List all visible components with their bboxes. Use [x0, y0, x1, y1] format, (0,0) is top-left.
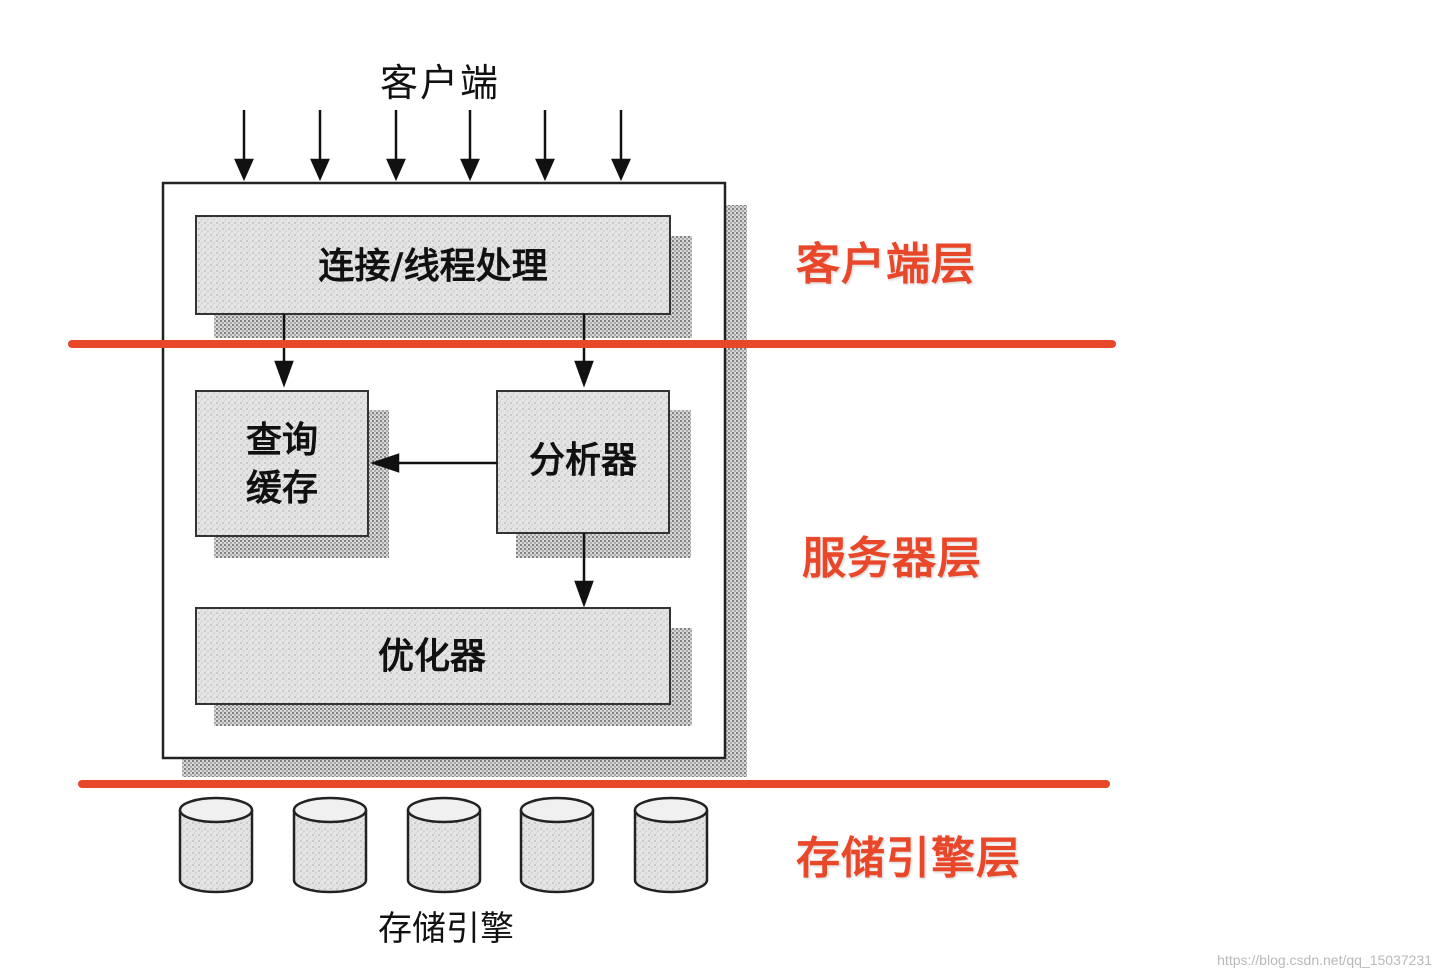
- optimizer-label: 优化器: [378, 636, 487, 677]
- parser-to-optimizer-arrow: [574, 533, 594, 608]
- layer-label-storage: 存储引擎层: [796, 833, 1021, 884]
- storage-cylinder-1: [178, 796, 254, 894]
- parser-to-cache-arrow: [370, 453, 497, 473]
- connection-label: 连接/线程处理: [318, 246, 547, 287]
- storage-cylinder-2: [292, 796, 368, 894]
- storage-engine-label: 存储引擎: [378, 909, 514, 949]
- storage-cylinders: [178, 796, 709, 894]
- watermark: https://blog.csdn.net/qq_15037231: [1217, 952, 1432, 968]
- storage-cylinder-4: [519, 796, 595, 894]
- layer-label-server: 服务器层: [802, 533, 982, 584]
- storage-cylinder-5: [633, 796, 709, 894]
- connection-box: [195, 215, 671, 315]
- query-cache-label-line1: 查询: [246, 420, 318, 461]
- client-label: 客户端: [380, 61, 501, 105]
- parser-box: [496, 390, 670, 534]
- client-arrows: [234, 110, 631, 182]
- query-cache-box: [195, 390, 369, 537]
- storage-cylinder-3: [406, 796, 482, 894]
- optimizer-box: [195, 607, 671, 705]
- layer-label-client: 客户端层: [796, 239, 976, 290]
- parser-label: 分析器: [529, 440, 638, 481]
- query-cache-label-line2: 缓存: [246, 468, 318, 509]
